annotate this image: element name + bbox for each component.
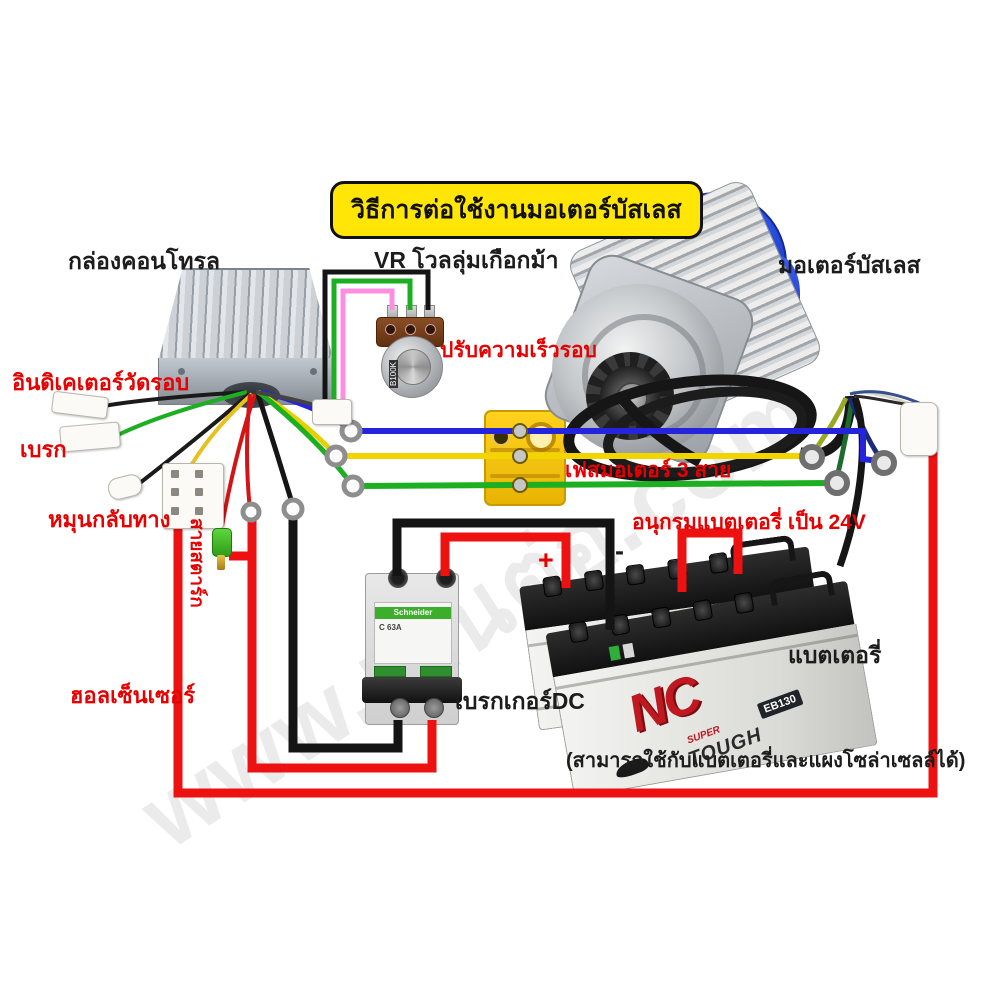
label-plus: + [538, 545, 554, 575]
vr-terminal-hole [405, 324, 416, 335]
breaker-label-panel: Schneider C 63A [374, 602, 452, 664]
label-series-battery: อนุกรมแบตเตอรี่ เป็น 24V [632, 511, 866, 534]
label-reverse: หมุนกลับทาง [48, 507, 171, 532]
breaker-rating: C 63A [379, 623, 402, 632]
wire-battery-series-jumper [677, 528, 743, 592]
brake-connector [58, 421, 122, 453]
label-indicator: อินดิเคเตอร์วัดรอบ [12, 370, 190, 395]
controller-screw [178, 368, 185, 375]
label-brake: เบรก [20, 437, 67, 462]
label-start-wire: สายสตาร์ก [186, 518, 207, 608]
connector-pin [171, 470, 179, 478]
connector-pin [171, 488, 179, 497]
wire-vr-pink [340, 288, 395, 404]
connector-pin [194, 470, 203, 478]
eyelet-terminal [324, 444, 348, 468]
vr-potentiometer-shaft [395, 349, 431, 385]
terminal-screw [512, 477, 528, 493]
vr-terminal-hole [385, 324, 396, 335]
controller-screw [310, 368, 317, 375]
connector-pin [171, 506, 179, 515]
motor-cable-coil [603, 386, 807, 478]
wire-phase-blue [352, 428, 879, 464]
breaker-brand: Schneider [375, 607, 451, 619]
label-vr: VR โวลลุ่มเกือกม้า [374, 247, 559, 273]
controller-wire-black [103, 390, 248, 408]
wire-main-positive-loop [173, 452, 938, 798]
label-battery: แบตเตอรี่ [788, 642, 882, 668]
breaker-on-indicator [420, 666, 452, 677]
label-controller: กล่องคอนโทรล [68, 248, 220, 274]
label-speed-adjust: ปรับความเร็วรอบ [440, 339, 597, 362]
eyelet-terminals [240, 419, 365, 523]
terminal-block-ridge [490, 474, 560, 478]
eyelet-terminal [341, 474, 365, 498]
label-minus: - [615, 536, 624, 566]
vr-terminal-hole [425, 324, 436, 335]
terminal-screw [512, 448, 528, 464]
start-wire-bullet-tip [217, 555, 225, 570]
connector-pin [194, 488, 203, 497]
vr-connector [312, 399, 352, 425]
controller-wire-green [115, 390, 248, 438]
breaker-on-indicator [374, 666, 406, 677]
terminal-block-hole [526, 422, 556, 452]
wire-breaker-to-battery-positive [440, 532, 571, 588]
breaker-screw-terminal [390, 698, 410, 718]
eyelet-terminal [799, 444, 825, 470]
reverse-6pin-connector [162, 463, 224, 529]
eyelet-terminal [281, 497, 305, 521]
label-hall-sensor: ฮอลเซ็นเซอร์ [70, 683, 196, 708]
wire-vr-black [322, 269, 431, 404]
connector-pin [194, 506, 203, 515]
eyelet-terminal [871, 450, 897, 476]
breaker-toggle [362, 677, 462, 703]
controller-box-top [158, 268, 334, 362]
controller-wire-multi [190, 392, 254, 466]
label-phase-wires: เฟสมอเตอร์ 3 สาย [565, 459, 732, 482]
controller-wire-red [245, 393, 252, 511]
wire-vr-green [331, 278, 413, 404]
terminal-block-screws [512, 423, 528, 493]
breaker-screw-terminal [424, 698, 444, 718]
controller-wire-green [258, 391, 352, 484]
diagram-title: วิธีการต่อใช้งานมอเตอร์บัสเลส [330, 181, 703, 239]
controller-wire-black [255, 393, 296, 507]
terminal-screw [512, 423, 528, 439]
dc-circuit-breaker: Schneider C 63A [362, 568, 462, 725]
controller-wire-red [220, 393, 257, 527]
label-motor: มอเตอร์บัสเลส [778, 252, 921, 278]
controller-wire-black [134, 392, 251, 488]
wire-negative-to-breaker [288, 510, 403, 753]
eyelet-terminal [824, 470, 850, 496]
wire-start-to-breaker [247, 518, 437, 773]
label-note: (สามารถใช้กับแบตเตอรี่และแผงโซล่าเซลล์ได… [566, 750, 966, 772]
start-wire-bullet-connector [212, 528, 232, 557]
wire-phase-green [353, 480, 833, 489]
motor-wire-black [836, 396, 866, 568]
eyelet-terminal [240, 501, 262, 523]
eyelet-terminals-motor [799, 444, 897, 496]
vr-potentiometer-body [376, 317, 444, 347]
wire-breaker-to-battery-negative [392, 518, 615, 630]
label-breaker: เบรกเกอร์DC [455, 688, 585, 714]
motor-hall-connector [900, 402, 938, 456]
